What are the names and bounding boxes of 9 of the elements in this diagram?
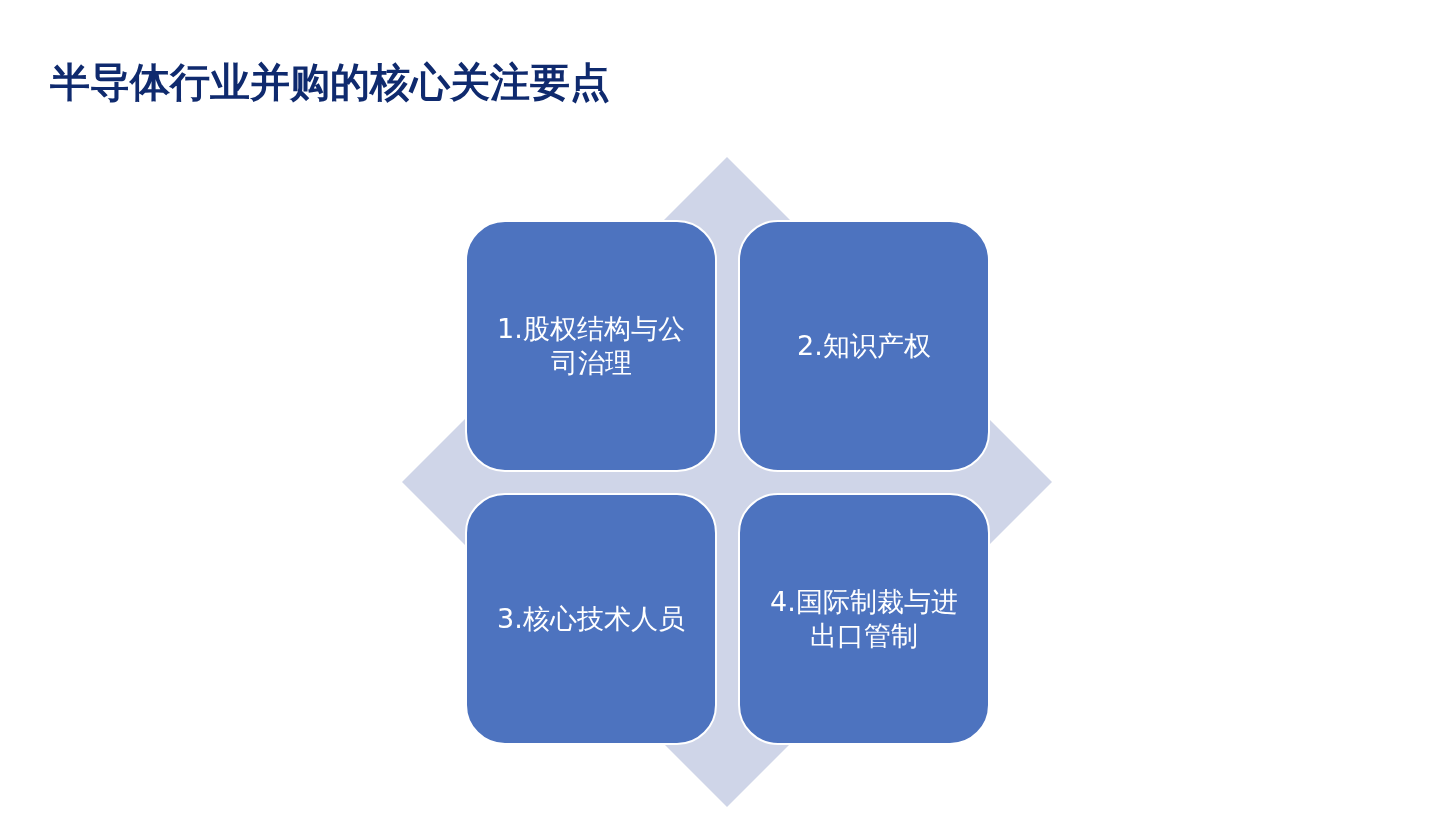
rounded-box (738, 493, 990, 745)
title: 半导体行业并购的核心关注要点 (50, 58, 610, 107)
box-label: 1.股权结构与公司治理 (496, 312, 686, 380)
box-label: 2.知识产权 (797, 329, 931, 363)
box-label: 4.国际制裁与进出口管制 (769, 585, 959, 653)
rounded-box (738, 220, 990, 472)
rounded-box (465, 493, 717, 745)
box-label: 3.核心技术人员 (497, 602, 685, 636)
rounded-box (465, 220, 717, 472)
